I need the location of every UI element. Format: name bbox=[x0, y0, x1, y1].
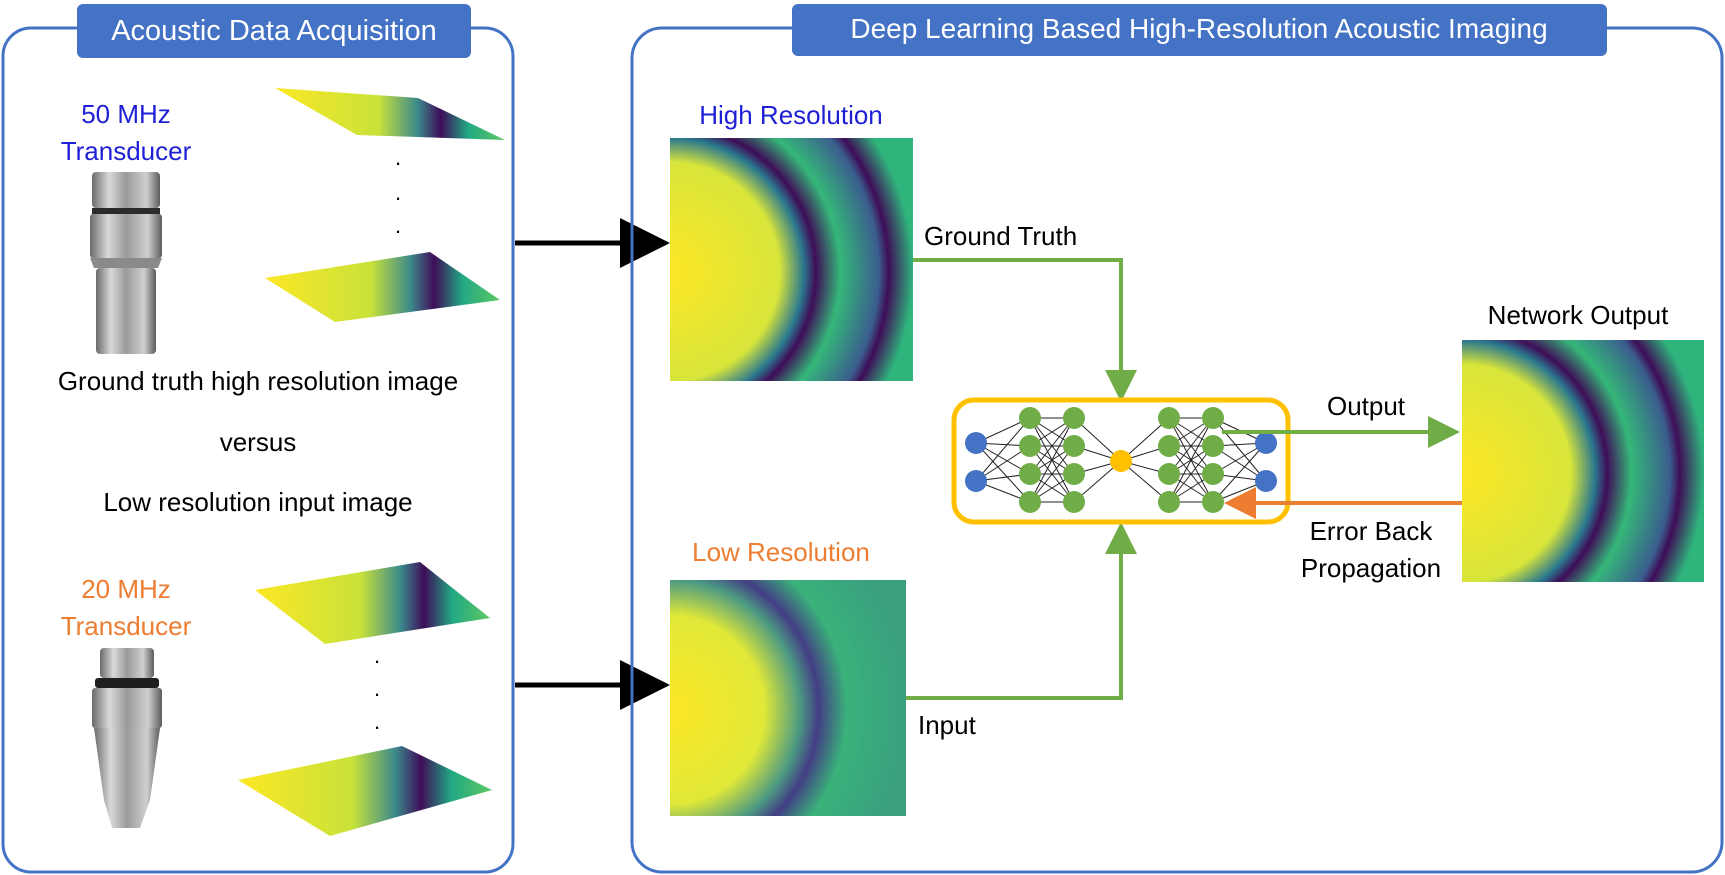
network-node bbox=[1110, 450, 1132, 472]
low-res-image bbox=[670, 580, 906, 816]
input-arrow bbox=[906, 522, 1137, 700]
acoustic-scan-image bbox=[255, 562, 490, 644]
network-edge bbox=[1029, 445, 1075, 503]
network-node bbox=[1019, 407, 1041, 429]
hf-transducer-label-line2: Transducer bbox=[61, 136, 192, 166]
hf-transducer-label-line1: 50 MHz bbox=[81, 99, 171, 129]
network-edge bbox=[975, 442, 1031, 503]
high-res-image bbox=[670, 138, 913, 381]
network-node bbox=[1019, 463, 1041, 485]
ellipsis-dot: . bbox=[395, 145, 401, 170]
network-node bbox=[965, 432, 987, 454]
neural-network-icon bbox=[965, 407, 1277, 513]
lf-transducer-label-line1: 20 MHz bbox=[81, 574, 171, 604]
network-output-label: Network Output bbox=[1488, 300, 1669, 330]
compare-line2: versus bbox=[220, 427, 297, 457]
deep-learning-title: Deep Learning Based High-Resolution Acou… bbox=[850, 13, 1547, 44]
network-node bbox=[1063, 435, 1085, 457]
error-label-line1: Error Back bbox=[1310, 516, 1434, 546]
ellipsis-dot: . bbox=[395, 180, 401, 205]
transducer-icon bbox=[90, 172, 162, 354]
ground-truth-label: Ground Truth bbox=[924, 221, 1077, 251]
lf-scan-stack: . . . bbox=[238, 562, 492, 836]
low-res-label: Low Resolution bbox=[692, 537, 870, 567]
network-node bbox=[1063, 491, 1085, 513]
deep-learning-title-bg bbox=[792, 4, 1607, 56]
network-edge bbox=[1168, 417, 1214, 503]
ellipsis-dot: . bbox=[374, 709, 380, 734]
acoustic-scan-image bbox=[265, 252, 500, 322]
network-edge bbox=[975, 417, 1031, 482]
network-edge bbox=[1212, 442, 1267, 503]
network-node bbox=[1158, 463, 1180, 485]
network-node bbox=[1158, 407, 1180, 429]
network-node bbox=[1255, 470, 1277, 492]
network-node bbox=[965, 470, 987, 492]
ellipsis-dot: . bbox=[374, 643, 380, 668]
network-node bbox=[1158, 491, 1180, 513]
network-node bbox=[1063, 407, 1085, 429]
network-node bbox=[1019, 491, 1041, 513]
network-node bbox=[1019, 435, 1041, 457]
acquisition-title-bg bbox=[77, 4, 471, 58]
ground-truth-arrow bbox=[913, 258, 1137, 402]
acoustic-scan-image bbox=[238, 746, 492, 836]
network-node bbox=[1063, 463, 1085, 485]
network-edge bbox=[1029, 417, 1075, 503]
output-label: Output bbox=[1327, 391, 1406, 421]
network-node bbox=[1202, 435, 1224, 457]
ellipsis-dot: . bbox=[395, 213, 401, 238]
network-edge bbox=[1168, 417, 1214, 475]
network-edge bbox=[1168, 445, 1214, 503]
network-node bbox=[1202, 491, 1224, 513]
compare-line3: Low resolution input image bbox=[103, 487, 412, 517]
network-node bbox=[1158, 435, 1180, 457]
network-box bbox=[951, 397, 1291, 525]
acoustic-scan-image bbox=[275, 88, 505, 140]
ellipsis-dot: . bbox=[374, 676, 380, 701]
network-edge bbox=[1029, 417, 1075, 475]
transducer-icon bbox=[92, 648, 162, 828]
network-output-image bbox=[1462, 340, 1704, 582]
high-res-label: High Resolution bbox=[699, 100, 883, 130]
network-node bbox=[1255, 432, 1277, 454]
input-label: Input bbox=[918, 710, 977, 740]
acquisition-title: Acoustic Data Acquisition bbox=[111, 15, 437, 47]
network-node bbox=[1202, 463, 1224, 485]
network-edge bbox=[1212, 417, 1267, 482]
hf-scan-stack: . . . bbox=[265, 88, 505, 322]
lf-transducer-label-line2: Transducer bbox=[61, 611, 192, 641]
error-label-line2: Propagation bbox=[1301, 553, 1441, 583]
compare-line1: Ground truth high resolution image bbox=[58, 366, 458, 396]
network-node bbox=[1202, 407, 1224, 429]
